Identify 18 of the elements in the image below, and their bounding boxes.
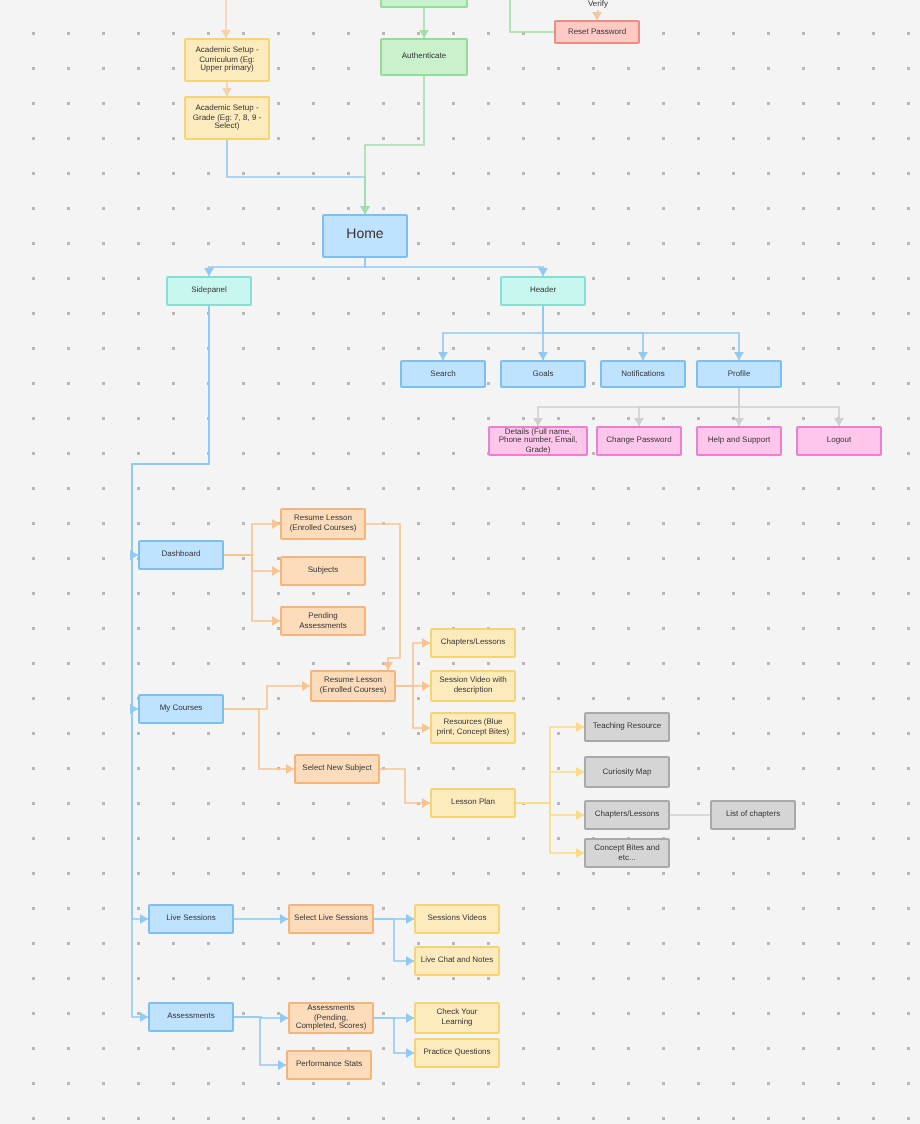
arrow [542, 305, 744, 361]
arrow [395, 685, 431, 733]
arrow [419, 7, 429, 39]
arrow [233, 1016, 287, 1070]
arrow [223, 708, 295, 774]
arrow [373, 918, 415, 966]
arrow [592, 9, 602, 21]
arrow [360, 75, 425, 215]
arrow [233, 914, 289, 924]
arrow [379, 768, 431, 808]
arrow [364, 257, 548, 277]
arrow [373, 1017, 415, 1058]
arrow [509, 0, 555, 33]
arrow [223, 554, 281, 626]
arrow [222, 81, 232, 97]
arrow [515, 802, 585, 858]
arrow [221, 0, 231, 39]
arrow [365, 523, 401, 671]
